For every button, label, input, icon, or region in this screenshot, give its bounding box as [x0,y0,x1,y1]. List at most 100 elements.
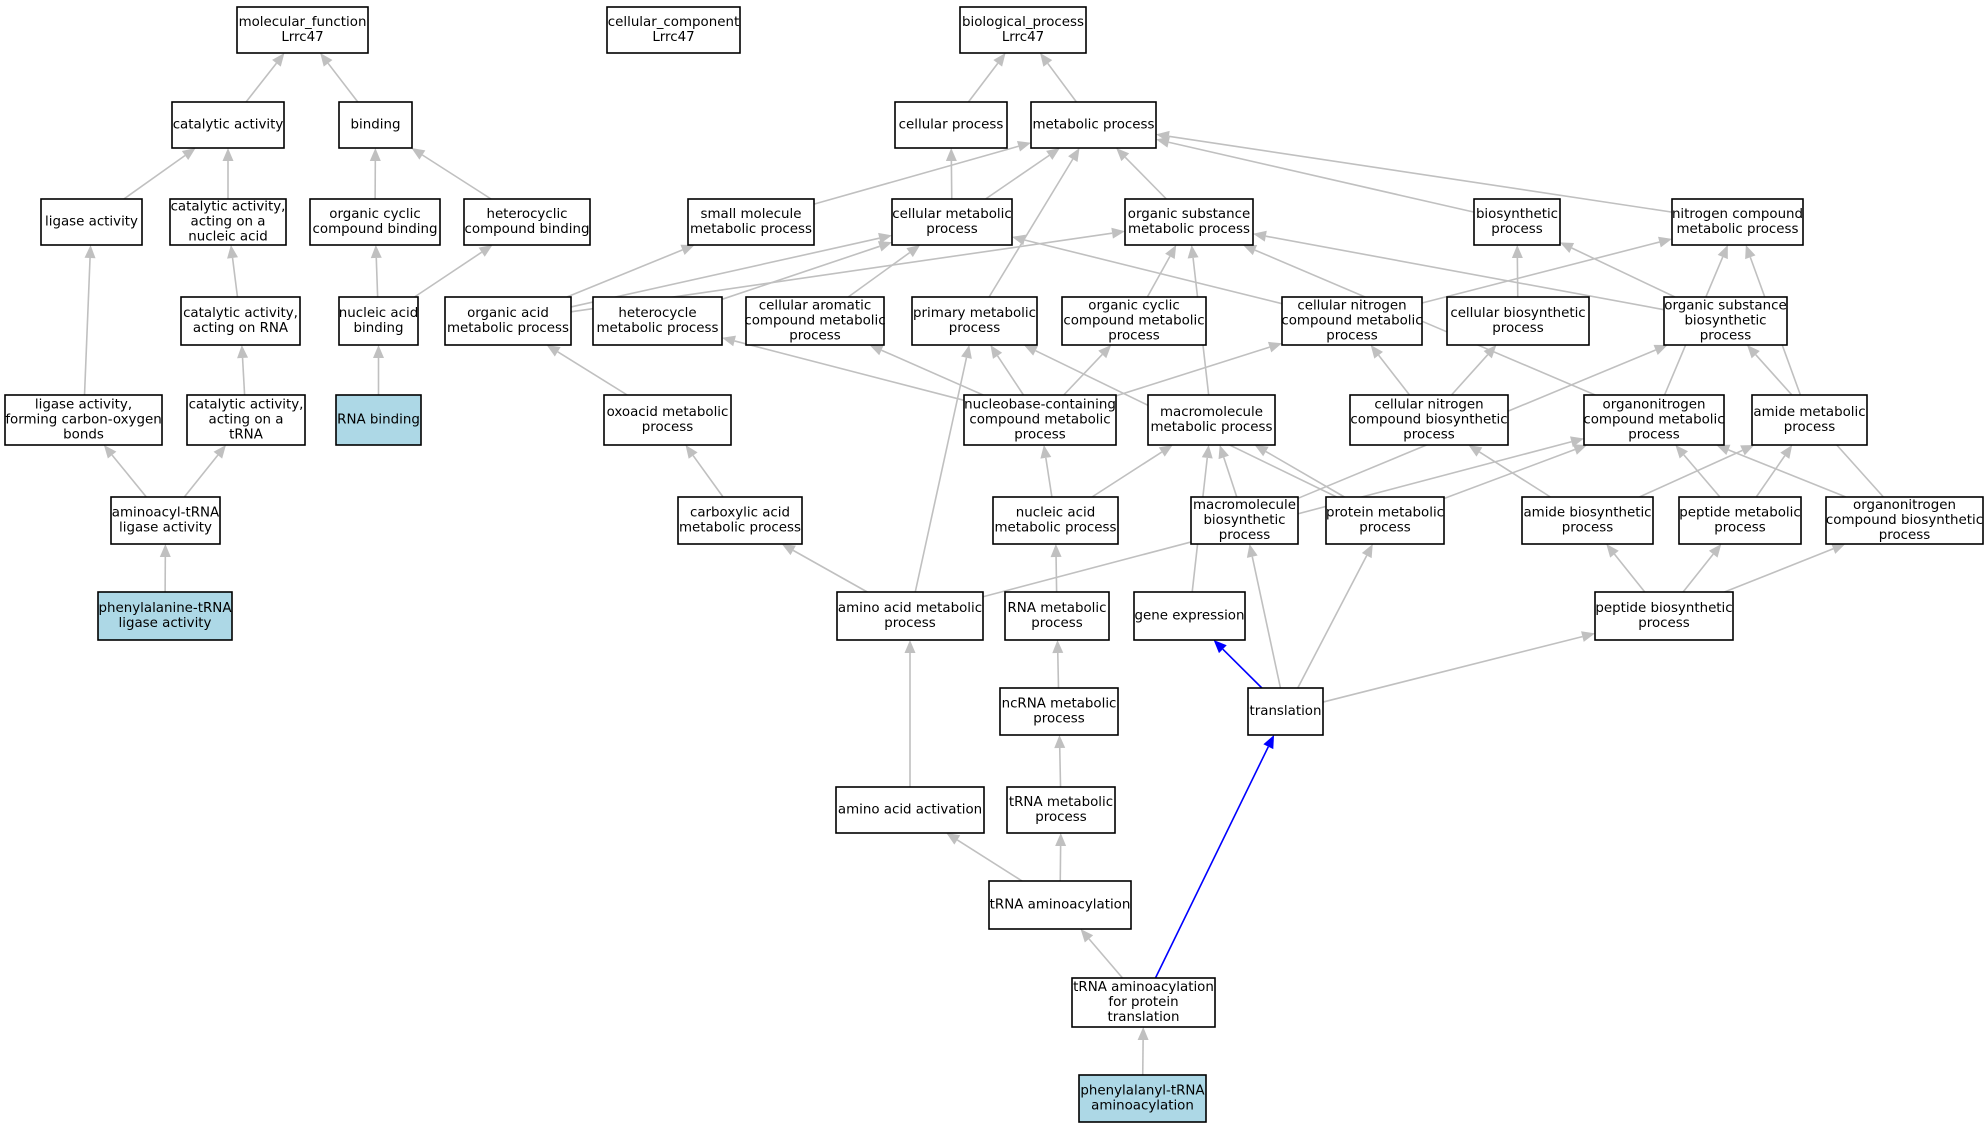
edge-orgcycmet-to-orgsub [1146,255,1171,298]
term-label-binding-line-0: binding [351,118,401,133]
arrowhead-nabind-to-hetbind [478,245,493,257]
term-node-cellproc[interactable]: cellular process [894,101,1008,149]
term-box-smallmol [687,198,815,246]
edge-nabind-to-orgcycbind [375,257,379,298]
edge-trnaprot-to-translation [1154,746,1270,979]
term-node-catalytic[interactable]: catalytic activity [171,101,285,149]
term-node-trnaaa[interactable]: tRNA aminoacylation [988,880,1132,930]
term-label-orgcycmet-line-1: compound metabolic [1063,314,1204,329]
arrowhead-trnaprot-to-translation [1263,735,1275,750]
term-node-aaact[interactable]: amino acid activation [835,786,985,834]
term-box-macrobio [1190,496,1299,545]
term-node-binding[interactable]: binding [338,101,413,149]
term-node-rnabind[interactable]: RNA binding [335,394,422,446]
term-node-ligco[interactable]: ligase activity,forming carbon-oxygenbon… [4,394,163,446]
edge-ligco-to-ligase [83,257,91,396]
term-label-ncrna-line-1: process [1033,712,1084,727]
arrowhead-ligco-to-ligase [84,245,96,259]
edge-cellarom-to-cellmet [847,251,911,298]
term-label-protmet-line-1: process [1359,521,1410,536]
arrowhead-protmet-to-organomet [1572,444,1588,455]
term-label-phetrna-line-0: phenylalanine-tRNA [99,601,233,616]
term-label-phetrnaaa-line-1: aminoacylation [1091,1099,1194,1114]
term-label-aamet-line-1: process [884,616,935,631]
term-label-cellnit-line-1: compound metabolic [1281,314,1422,329]
edge-nucbase-to-cellarom [881,349,984,396]
term-label-smallmol-line-1: metabolic process [690,222,812,237]
arrowhead-geneexp-to-macromet [1201,445,1213,459]
term-label-orgacid-line-1: metabolic process [447,321,569,336]
term-label-orgsubbio-line-1: biosynthetic [1684,314,1766,329]
term-node-catrna[interactable]: catalytic activity,acting on RNA [180,296,301,346]
term-box-carbox [677,496,803,545]
arrowhead-cellmet-to-metproc [1046,148,1060,160]
arrowhead-cellnitbio-to-cellnit [1370,345,1383,359]
term-box-ligase [40,198,143,246]
edge-orgacid-to-smallmol [566,249,683,298]
term-box-cellnit [1281,296,1423,346]
term-label-namet-line-0: nucleic acid [1016,506,1095,521]
term-node-translation[interactable]: translation [1247,687,1324,736]
arrowhead-pepmet-to-organomet [1675,445,1689,459]
arrowhead-cellproc-to-bp [993,53,1006,67]
term-label-catna-line-1: acting on a [191,215,266,230]
arrowhead-nucbase-to-orgcycmet [1098,345,1112,359]
arrowhead-ncrna-to-rnamet [1052,640,1064,654]
arrowhead-hetbind-to-binding [411,148,426,160]
term-node-geneexp[interactable]: gene expression [1133,591,1246,641]
edge-biosyn-to-metproc [1168,141,1475,213]
term-box-phetrna [97,591,233,641]
edge-rnamet-to-namet [1055,556,1058,593]
arrowhead-trnaaa-to-trnamet [1055,833,1067,847]
edge-cellproc-to-bp [967,62,999,103]
term-node-metproc[interactable]: metabolic process [1030,101,1157,149]
arrowhead-trnaaa-to-aaact [946,833,961,845]
arrowhead-binding-to-mf [320,53,333,67]
term-node-ligase[interactable]: ligase activity [40,198,143,246]
